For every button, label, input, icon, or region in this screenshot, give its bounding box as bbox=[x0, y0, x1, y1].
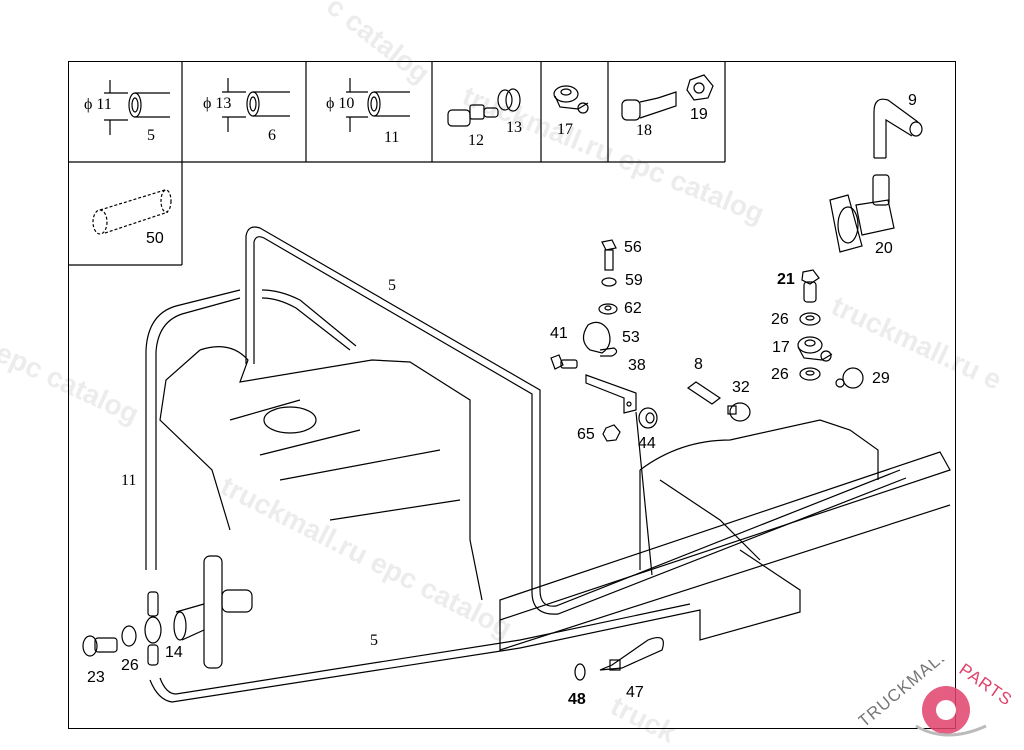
cable-tie-47-icon bbox=[599, 637, 664, 671]
diameter-label: ϕ 10 bbox=[326, 95, 355, 112]
callout-38: 38 bbox=[628, 357, 646, 374]
callout-26: 26 bbox=[771, 366, 789, 383]
callout-26: 26 bbox=[121, 657, 139, 674]
callout-41: 41 bbox=[550, 325, 568, 342]
callout-44: 44 bbox=[638, 435, 656, 452]
part-number-label: 19 bbox=[690, 106, 708, 123]
callout-14: 14 bbox=[165, 644, 183, 661]
callout-5: 5 bbox=[370, 632, 378, 649]
callout-5: 5 bbox=[388, 277, 396, 294]
part-number-label: 50 bbox=[146, 230, 164, 247]
hose-clamp-29-icon bbox=[835, 367, 864, 389]
callout-56: 56 bbox=[624, 239, 642, 256]
part-number-label: 13 bbox=[506, 119, 522, 136]
callout-26: 26 bbox=[771, 311, 789, 328]
hose-11-section-icon bbox=[346, 78, 410, 132]
hose-nipple-18-icon bbox=[621, 91, 677, 121]
leader-line bbox=[635, 411, 653, 576]
hose-clamp-32-icon bbox=[727, 402, 751, 422]
callout-29: 29 bbox=[872, 370, 890, 387]
spring-washer-59-icon bbox=[601, 277, 617, 287]
callout-62: 62 bbox=[624, 300, 642, 317]
washer-26-lower-icon bbox=[799, 367, 821, 381]
pipe-stub-8-icon bbox=[686, 381, 722, 405]
part-number-label: 12 bbox=[468, 132, 484, 149]
banjo-bolt-23-icon bbox=[82, 635, 118, 657]
nut-19-icon bbox=[686, 74, 714, 101]
callout-21: 21 bbox=[777, 271, 795, 288]
legend-grid bbox=[68, 61, 726, 266]
part-number-label: 6 bbox=[268, 127, 276, 144]
diameter-label: ϕ 11 bbox=[84, 96, 112, 113]
callout-65: 65 bbox=[577, 426, 595, 443]
hose-5-lower-route bbox=[149, 549, 801, 703]
part-number-label: 18 bbox=[636, 122, 652, 139]
part-number-label: 11 bbox=[384, 129, 400, 146]
frame-rail bbox=[499, 451, 951, 651]
washer-26-icon bbox=[799, 312, 821, 326]
callout-32: 32 bbox=[732, 379, 750, 396]
hose-6-section-icon bbox=[222, 78, 290, 132]
connector-12-icon bbox=[447, 104, 499, 127]
bracket-38-icon bbox=[585, 374, 637, 414]
part-number-label: 17 bbox=[557, 121, 573, 138]
seal-13-icon bbox=[497, 88, 521, 112]
callout-9: 9 bbox=[908, 92, 917, 109]
t-piece-icon bbox=[173, 555, 253, 669]
callout-20: 20 bbox=[875, 240, 893, 257]
screw-41-icon bbox=[550, 354, 578, 370]
elbow-hose-9-icon bbox=[873, 98, 923, 159]
gear-icon bbox=[915, 686, 987, 737]
tank-fitting-20-icon bbox=[829, 174, 895, 253]
callout-47: 47 bbox=[626, 684, 644, 701]
diameter-label: ϕ 13 bbox=[203, 95, 232, 112]
bolt-56-icon bbox=[601, 239, 617, 271]
banjo-bolt-21-icon bbox=[801, 269, 820, 303]
callout-8: 8 bbox=[694, 356, 703, 373]
hose-11-route bbox=[145, 289, 357, 570]
second-tank-outline bbox=[639, 419, 879, 570]
part-number-label: 5 bbox=[147, 127, 155, 144]
banjo-fitting-17-icon bbox=[553, 85, 589, 114]
banjo-fitting-17-lower-icon bbox=[797, 336, 833, 362]
washer-26-left-icon bbox=[121, 625, 137, 647]
pipe-clamp-53-icon bbox=[582, 321, 618, 357]
hose-5-section-icon bbox=[104, 80, 170, 135]
truckmallparts-logo: TRUCKMALL PARTS bbox=[858, 660, 1016, 737]
nut-44-icon bbox=[638, 407, 658, 429]
callout-23: 23 bbox=[87, 669, 105, 686]
nut-65-icon bbox=[602, 424, 621, 442]
callout-17: 17 bbox=[772, 339, 790, 356]
hose-5-route bbox=[245, 226, 907, 615]
grommet-48-icon bbox=[574, 663, 586, 681]
callout-11: 11 bbox=[121, 472, 137, 489]
callout-59: 59 bbox=[625, 272, 643, 289]
callout-48: 48 bbox=[568, 691, 586, 708]
fuel-tank-outline bbox=[159, 346, 483, 601]
banjo-fitting-14-icon bbox=[144, 591, 162, 666]
callout-53: 53 bbox=[622, 329, 640, 346]
tube-50-icon bbox=[92, 189, 172, 235]
diagram-frame bbox=[68, 61, 956, 729]
washer-62-icon bbox=[598, 303, 618, 315]
